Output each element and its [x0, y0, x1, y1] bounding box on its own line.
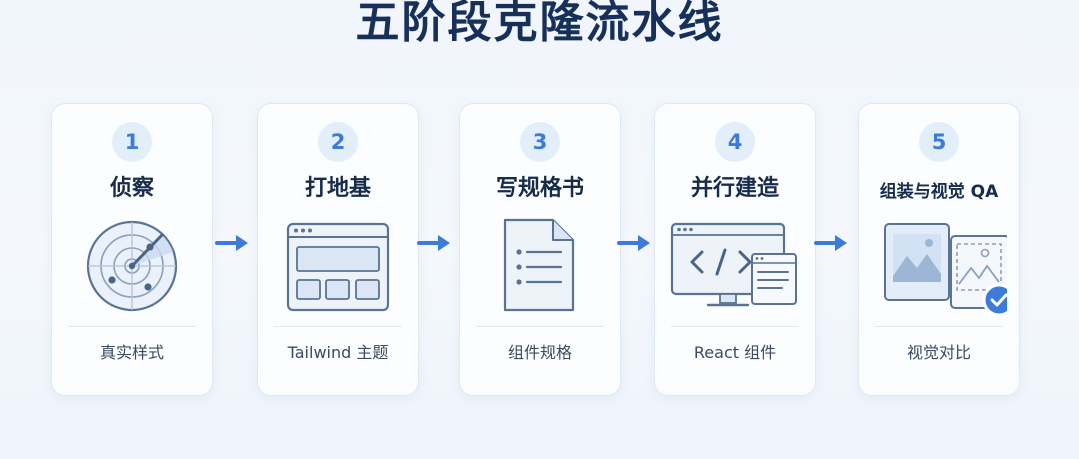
stage-caption: 视觉对比 [906, 343, 971, 362]
card-divider [274, 326, 402, 327]
stage-title: 打地基 [304, 176, 371, 201]
stage-title: 并行建造 [690, 176, 779, 201]
stage-card-assemble: 5 组装与视觉 QA 视觉对比 [858, 103, 1020, 396]
arrow-right-icon [814, 235, 847, 251]
card-divider [875, 326, 1003, 327]
stage-title: 组装与视觉 QA [879, 182, 999, 202]
stage-title: 写规格书 [495, 176, 584, 201]
stage-caption: React 组件 [693, 343, 777, 362]
document-list-icon [460, 216, 620, 316]
layout-wireframe-icon [258, 216, 418, 316]
stage-number-badge: 4 [715, 122, 755, 162]
page-title: 五阶段克隆流水线 [355, 0, 724, 48]
arrow-right-icon [215, 235, 248, 251]
stage-card-build: 4 并行建造 React 组件 [654, 103, 816, 396]
stage-caption: 真实样式 [99, 343, 164, 362]
card-divider [68, 326, 196, 327]
arrow-right-icon [617, 235, 650, 251]
arrow-right-icon [417, 235, 450, 251]
stage-caption: Tailwind 主题 [287, 343, 389, 362]
stage-card-foundation: 2 打地基 Tailwind 主题 [257, 103, 419, 396]
card-divider [476, 326, 604, 327]
stage-card-spec: 3 写规格书 组件规格 [459, 103, 621, 396]
stage-title: 侦察 [109, 176, 154, 201]
card-divider [671, 326, 799, 327]
radar-icon [52, 216, 212, 316]
image-compare-check-icon [859, 216, 1019, 316]
stage-card-recon: 1 侦察 真实样式 [51, 103, 213, 396]
stage-number-badge: 5 [919, 122, 959, 162]
stage-number-badge: 1 [112, 122, 152, 162]
stage-caption: 组件规格 [507, 343, 572, 362]
code-monitor-icon [655, 216, 815, 316]
stage-number-badge: 2 [318, 122, 358, 162]
stage-number-badge: 3 [520, 122, 560, 162]
